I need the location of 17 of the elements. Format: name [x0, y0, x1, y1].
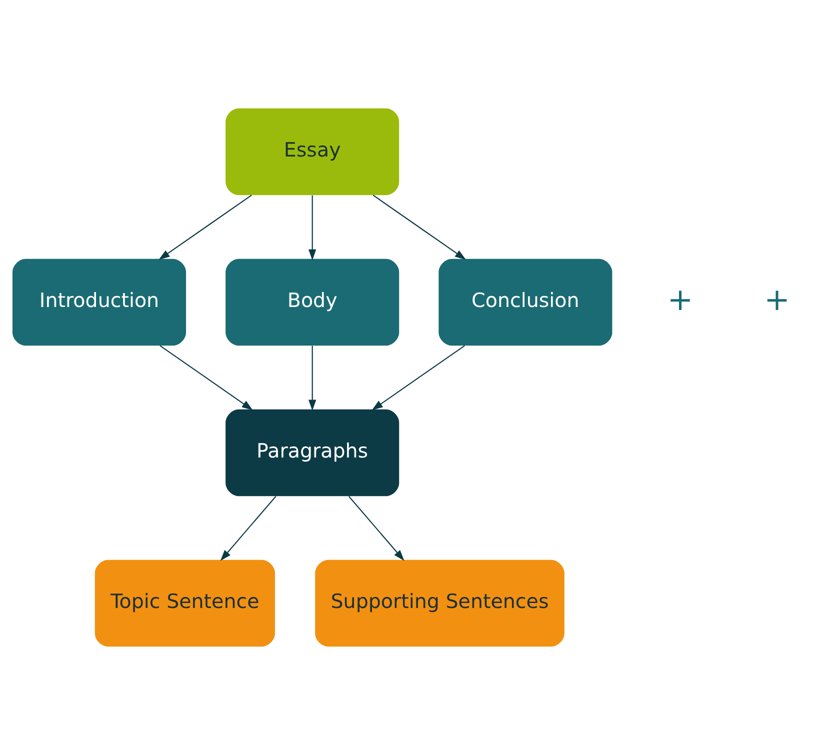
label: +	[764, 282, 790, 318]
node-box: Supporting Sentences	[315, 560, 564, 647]
arrow	[158, 194, 252, 260]
arrow	[220, 496, 276, 561]
node-box: Essay	[226, 108, 400, 196]
node-box: Topic Sentence	[94, 560, 275, 647]
node-box: Body	[226, 258, 400, 346]
node-box: Introduction	[12, 258, 186, 346]
node-box: Paragraphs	[226, 409, 400, 496]
arrow	[160, 345, 253, 410]
label: +	[667, 282, 694, 318]
arrow	[372, 194, 466, 260]
arrow	[372, 345, 465, 410]
arrow	[348, 496, 404, 561]
node-box: Conclusion	[438, 258, 612, 346]
arrow	[308, 346, 316, 411]
arrow	[308, 195, 316, 260]
